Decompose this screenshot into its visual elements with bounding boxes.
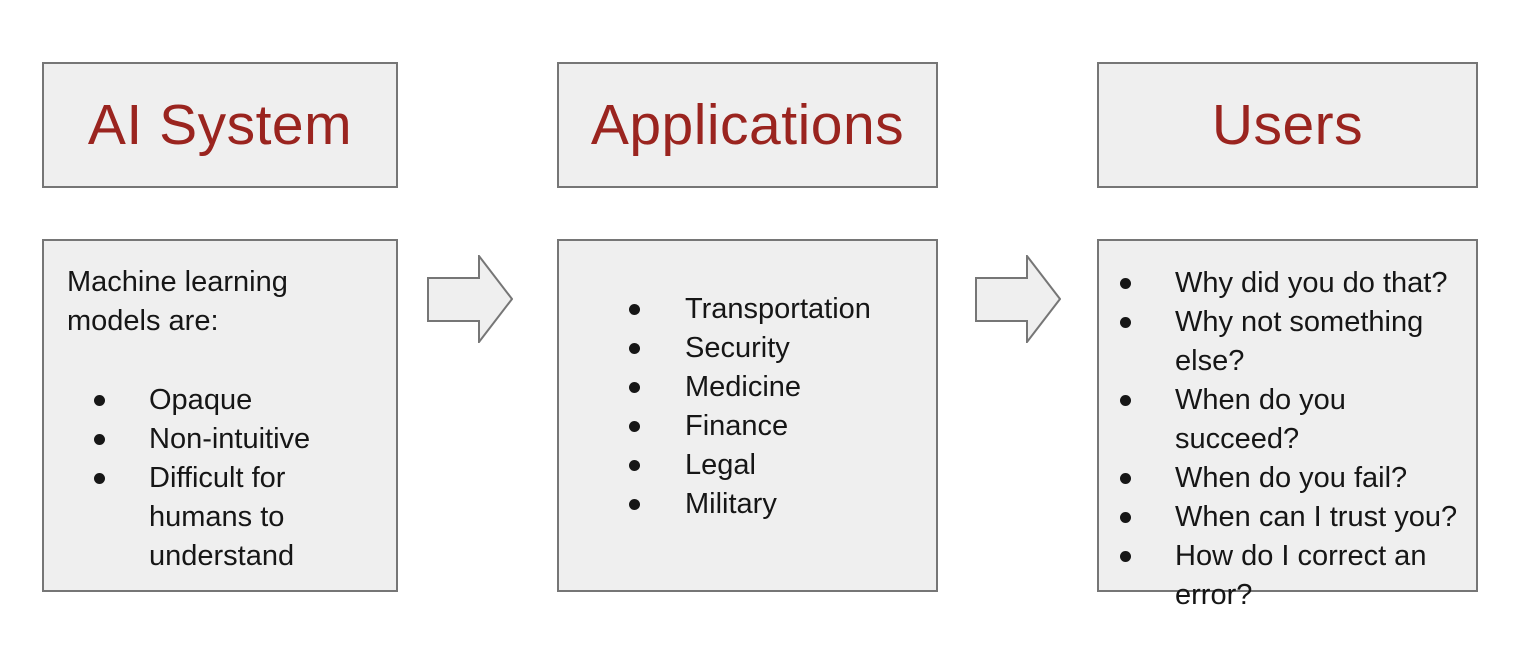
list-item: When can I trust you? bbox=[1099, 498, 1476, 537]
bullet-dot-icon bbox=[94, 473, 105, 484]
list-item: Opaque bbox=[44, 381, 396, 420]
bullet-dot-icon bbox=[94, 395, 105, 406]
list-item: When do you succeed? bbox=[1099, 381, 1476, 459]
bullet-dot-icon bbox=[1120, 395, 1131, 406]
ai-system-intro-text: Machine learning models are: bbox=[67, 266, 288, 337]
bullet-dot-icon bbox=[629, 382, 640, 393]
list-item: Difficult for humans to understand bbox=[44, 459, 396, 576]
list-item-text: Military bbox=[685, 488, 777, 520]
right-arrow-icon bbox=[975, 255, 1061, 343]
content-box-users: Why did you do that? Why not something e… bbox=[1097, 239, 1478, 611]
list-item: Non-intuitive bbox=[44, 420, 396, 459]
bullet-dot-icon bbox=[1120, 278, 1131, 289]
list-item: Medicine bbox=[559, 368, 936, 407]
list-item: How do I correct an error? bbox=[1099, 537, 1476, 615]
bullet-dot-icon bbox=[629, 304, 640, 315]
content-box-ai-system: Machine learning models are: Opaque Non-… bbox=[42, 239, 398, 592]
list-item-text: Security bbox=[685, 332, 790, 364]
list-item-text: Difficult for humans to understand bbox=[149, 462, 295, 572]
bullet-dot-icon bbox=[1120, 317, 1131, 328]
bullet-dot-icon bbox=[94, 434, 105, 445]
header-box-users: Users bbox=[1097, 62, 1478, 188]
ai-system-bullet-list: Opaque Non-intuitive Difficult for human… bbox=[44, 381, 396, 576]
list-item: Why not something else? bbox=[1099, 303, 1476, 381]
bullet-dot-icon bbox=[629, 343, 640, 354]
applications-bullet-list: Transportation Security Medicine Finance… bbox=[559, 290, 936, 524]
bullet-dot-icon bbox=[629, 460, 640, 471]
list-item-text: Medicine bbox=[685, 371, 802, 403]
list-item: Transportation bbox=[559, 290, 936, 329]
list-item: Security bbox=[559, 329, 936, 368]
content-box-applications: Transportation Security Medicine Finance… bbox=[557, 239, 938, 592]
list-item-text: Non-intuitive bbox=[149, 423, 311, 455]
list-item-text: When can I trust you? bbox=[1175, 501, 1458, 533]
bullet-dot-icon bbox=[629, 499, 640, 510]
list-item: Finance bbox=[559, 407, 936, 446]
list-item: When do you fail? bbox=[1099, 459, 1476, 498]
list-item: Military bbox=[559, 485, 936, 524]
bullet-dot-icon bbox=[1120, 473, 1131, 484]
list-item-text: Legal bbox=[685, 449, 756, 481]
header-box-ai-system: AI System bbox=[42, 62, 398, 188]
list-item-text: Transportation bbox=[685, 293, 871, 325]
header-title-users: Users bbox=[1211, 93, 1364, 157]
list-item: Why did you do that? bbox=[1099, 264, 1476, 303]
list-item-text: Opaque bbox=[149, 384, 253, 416]
list-item: Legal bbox=[559, 446, 936, 485]
right-arrow-icon bbox=[427, 255, 513, 343]
header-title-ai-system: AI System bbox=[87, 93, 353, 157]
header-box-applications: Applications bbox=[557, 62, 938, 188]
list-item-text: Finance bbox=[685, 410, 789, 442]
list-item-text: Why not something else? bbox=[1175, 306, 1424, 377]
list-item-text: How do I correct an error? bbox=[1175, 540, 1427, 611]
list-item-text: When do you succeed? bbox=[1175, 384, 1346, 455]
users-bullet-list: Why did you do that? Why not something e… bbox=[1099, 264, 1476, 615]
list-item-text: Why did you do that? bbox=[1175, 267, 1448, 299]
bullet-dot-icon bbox=[1120, 551, 1131, 562]
bullet-dot-icon bbox=[629, 421, 640, 432]
bullet-dot-icon bbox=[1120, 512, 1131, 523]
header-title-applications: Applications bbox=[590, 93, 905, 157]
list-item-text: When do you fail? bbox=[1175, 462, 1408, 494]
